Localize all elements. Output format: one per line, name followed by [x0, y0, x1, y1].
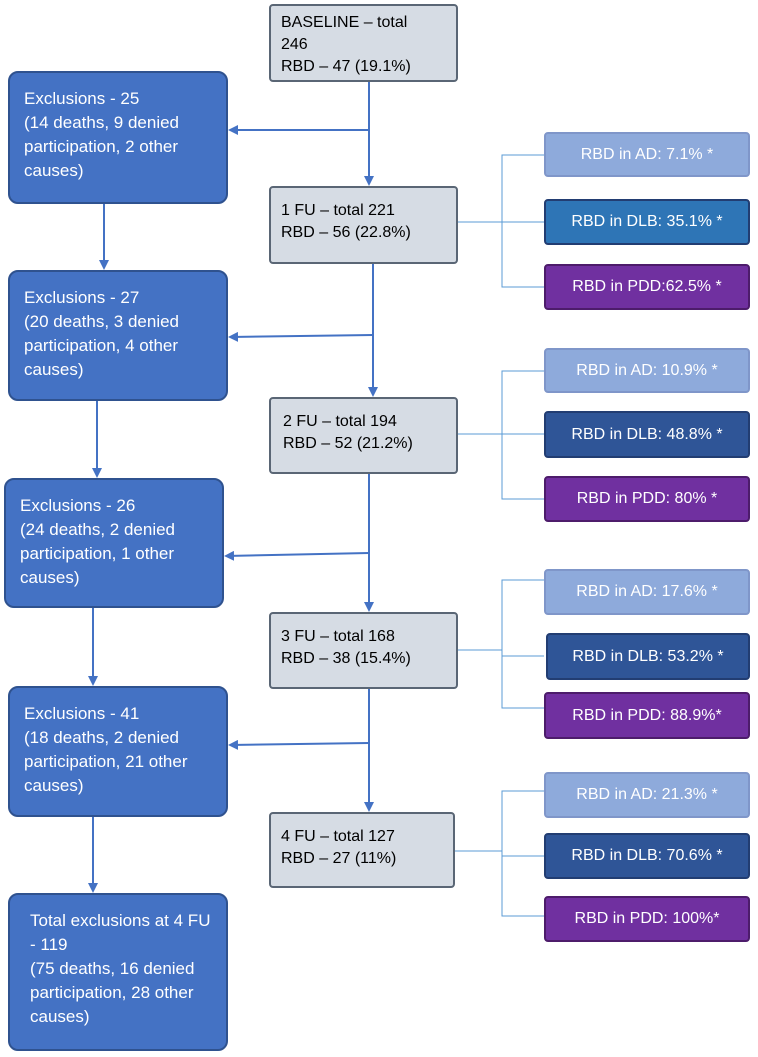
- arrow-to-exclusion-3: [224, 550, 370, 561]
- stage-fu4: 4 FU – total 127 RBD – 27 (11%): [269, 812, 455, 888]
- exclusion-2-title: Exclusions - 27: [24, 288, 140, 307]
- stage-fu1: 1 FU – total 221 RBD – 56 (22.8%): [269, 186, 458, 264]
- exclusion-box-2: Exclusions - 27 (20 deaths, 3 denied par…: [8, 270, 228, 401]
- result-fu1-pdd: RBD in PDD:62.5% *: [544, 264, 750, 310]
- stage-fu1-line1: 1 FU – total 221: [281, 202, 395, 219]
- result-fu3-dlb: RBD in DLB: 53.2% *: [546, 633, 750, 680]
- result-fu2-pdd: RBD in PDD: 80% *: [544, 476, 750, 522]
- bracket-fu2-rail: [501, 370, 544, 500]
- result-fu3-pdd: RBD in PDD: 88.9%*: [544, 692, 750, 739]
- exclusion-total-title: Total exclusions at 4 FU - 119: [30, 911, 211, 954]
- stage-fu4-line2: RBD – 27 (11%): [281, 850, 397, 867]
- result-fu2-dlb: RBD in DLB: 48.8% *: [544, 411, 750, 458]
- exclusion-3-title: Exclusions - 26: [20, 496, 136, 515]
- result-fu4-ad: RBD in AD: 21.3% *: [544, 772, 750, 818]
- stage-fu2: 2 FU – total 194 RBD – 52 (21.2%): [269, 397, 458, 474]
- exclusion-box-total: Total exclusions at 4 FU - 119 (75 death…: [8, 893, 228, 1051]
- stage-fu3: 3 FU – total 168 RBD – 38 (15.4%): [269, 612, 458, 689]
- result-fu1-ad: RBD in AD: 7.1% *: [544, 132, 750, 177]
- bracket-fu3-rail: [501, 579, 544, 709]
- stage-fu3-line1: 3 FU – total 168: [281, 628, 395, 645]
- stage-fu3-line2: RBD – 38 (15.4%): [281, 650, 411, 667]
- exclusion-1-title: Exclusions - 25: [24, 89, 140, 108]
- stage-baseline-line3: RBD – 47 (19.1%): [281, 58, 411, 75]
- stage-baseline-line1: BASELINE – total: [281, 14, 408, 31]
- result-fu4-pdd: RBD in PDD: 100%*: [544, 896, 750, 942]
- stage-baseline-line2: 246: [281, 36, 308, 53]
- bracket-fu4-rail: [501, 790, 544, 917]
- result-fu4-dlb: RBD in DLB: 70.6% *: [544, 833, 750, 879]
- stage-fu4-line1: 4 FU – total 127: [281, 828, 395, 845]
- exclusion-box-4: Exclusions - 41 (18 deaths, 2 denied par…: [8, 686, 228, 817]
- arrow-to-exclusion-4: [228, 739, 370, 750]
- stage-baseline: BASELINE – total 246 RBD – 47 (19.1%): [269, 4, 458, 82]
- result-fu1-dlb: RBD in DLB: 35.1% *: [544, 199, 750, 245]
- exclusion-box-1: Exclusions - 25 (14 deaths, 9 denied par…: [8, 71, 228, 204]
- exclusion-total-detail: (75 deaths, 16 denied participation, 28 …: [30, 959, 195, 1026]
- exclusion-4-title: Exclusions - 41: [24, 704, 140, 723]
- exclusion-4-detail: (18 deaths, 2 denied participation, 21 o…: [24, 728, 188, 795]
- bracket-fu1-rail: [501, 154, 544, 288]
- result-fu2-ad: RBD in AD: 10.9% *: [544, 348, 750, 393]
- exclusion-box-3: Exclusions - 26 (24 deaths, 2 denied par…: [4, 478, 224, 608]
- stage-fu1-line2: RBD – 56 (22.8%): [281, 224, 411, 241]
- stage-fu2-line2: RBD – 52 (21.2%): [283, 435, 413, 452]
- result-fu3-ad: RBD in AD: 17.6% *: [544, 569, 750, 615]
- exclusion-1-detail: (14 deaths, 9 denied participation, 2 ot…: [24, 113, 180, 180]
- exclusion-2-detail: (20 deaths, 3 denied participation, 4 ot…: [24, 312, 180, 379]
- exclusion-3-detail: (24 deaths, 2 denied participation, 1 ot…: [20, 520, 176, 587]
- arrow-to-exclusion-2: [228, 331, 374, 342]
- stage-fu2-line1: 2 FU – total 194: [283, 413, 397, 430]
